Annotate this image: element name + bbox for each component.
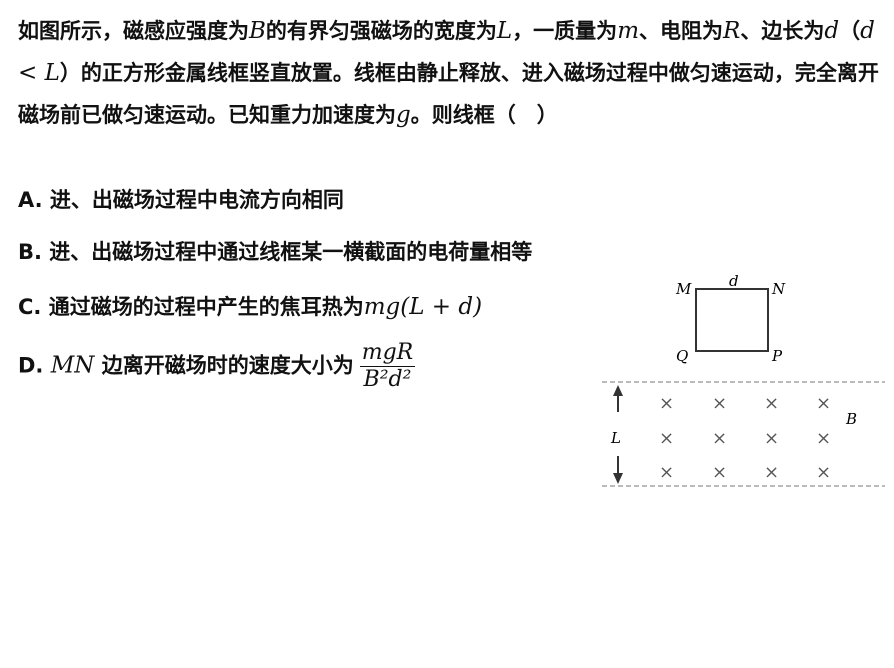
field-cross-icon: × (764, 393, 779, 414)
question-stem: 如图所示，磁感应强度为B的有界匀强磁场的宽度为L，一质量为m、电阻为R、边长为d… (18, 18, 879, 128)
label-q: Q (676, 347, 688, 365)
field-cross-icon: × (659, 428, 674, 449)
field-cross-icon: × (659, 462, 674, 483)
label-m: M (675, 280, 692, 298)
field-cross-icon: × (712, 428, 727, 449)
field-cross-icon: × (816, 428, 831, 449)
field-cross-icon: × (764, 462, 779, 483)
label-d: d (729, 272, 739, 290)
label-l: L (610, 429, 621, 447)
field-cross-icon: × (816, 393, 831, 414)
field-cross-icon: × (712, 462, 727, 483)
arrow-down-icon (613, 473, 623, 484)
label-n: N (771, 280, 786, 298)
wire-frame (695, 288, 769, 352)
option-b[interactable]: B. 进、出磁场过程中通过线框某一横截面的电荷量相等 (18, 240, 533, 264)
field-cross-icon: × (712, 393, 727, 414)
field-cross-icon: × (764, 428, 779, 449)
arrow-up-icon (613, 385, 623, 396)
option-c[interactable]: C. 通过磁场的过程中产生的焦耳热为mg(L + d) (18, 294, 483, 320)
label-b: B (845, 410, 857, 428)
option-a[interactable]: A. 进、出磁场过程中电流方向相同 (18, 188, 344, 212)
field-cross-icon: × (816, 462, 831, 483)
label-p: P (771, 347, 783, 365)
field-cross-icon: × (659, 393, 674, 414)
